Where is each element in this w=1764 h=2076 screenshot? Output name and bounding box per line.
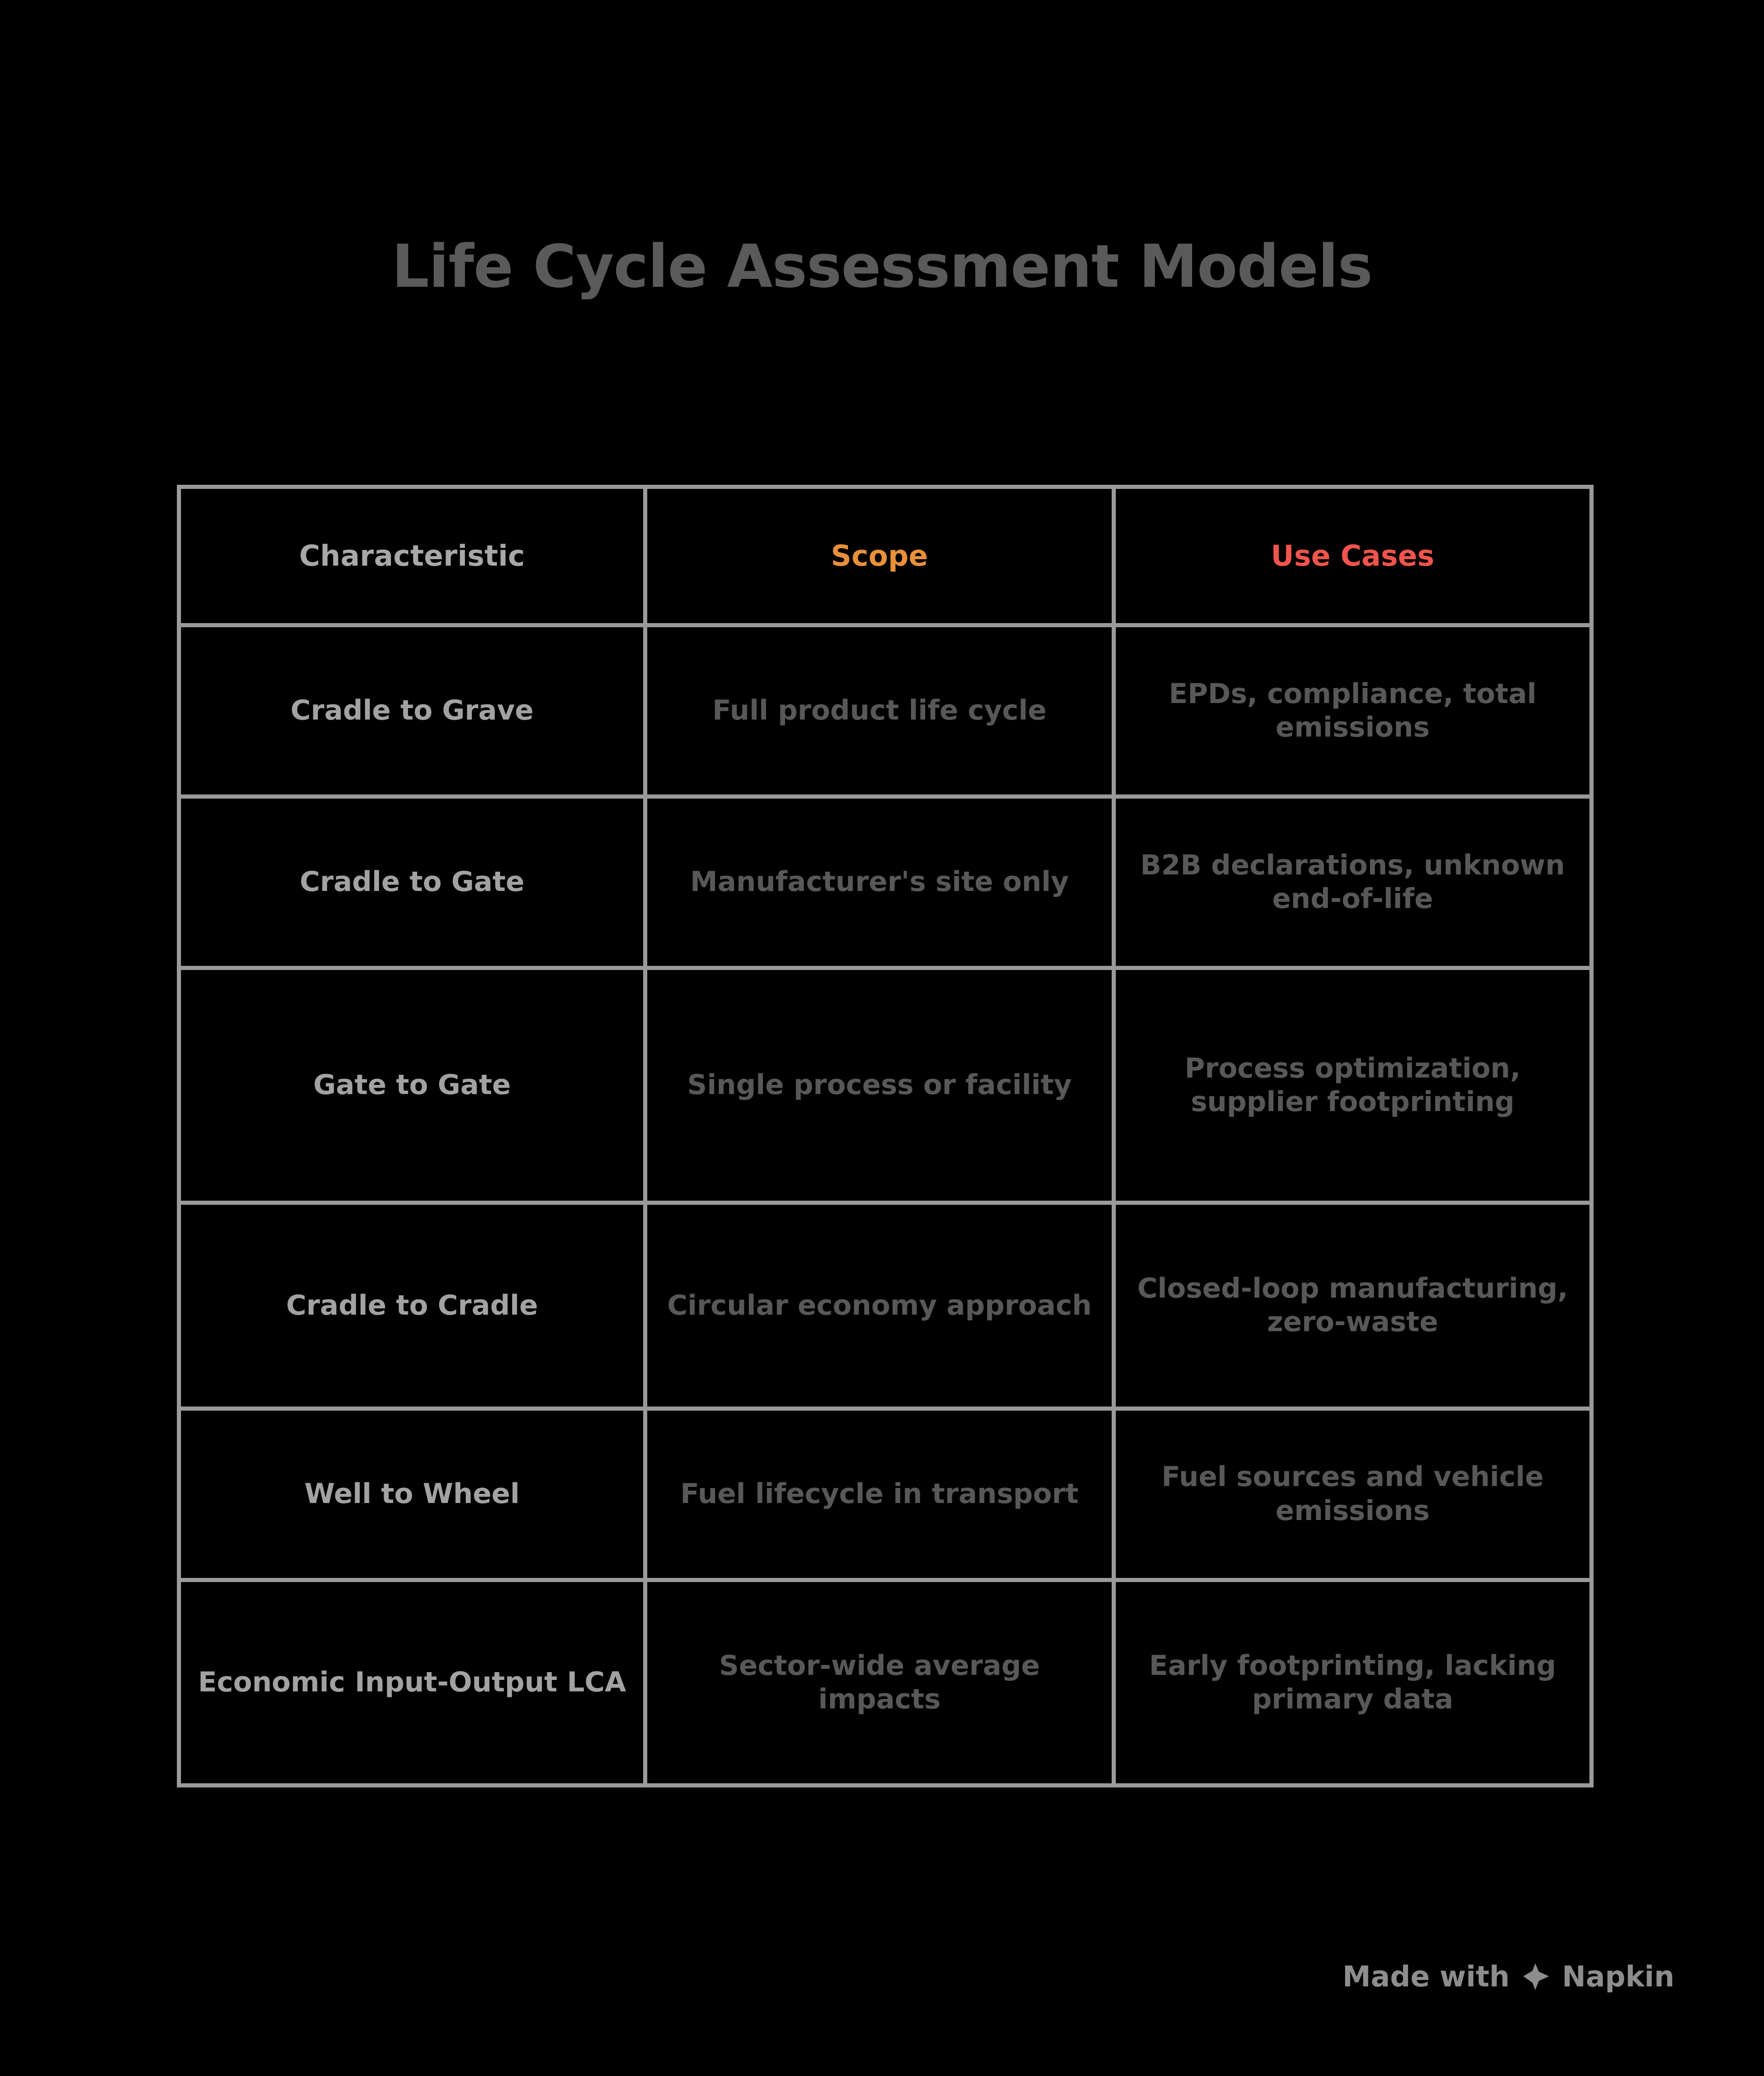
table-row: Cradle to Cradle Circular economy approa… [177, 1201, 1594, 1411]
table-row: Gate to Gate Single process or facility … [177, 965, 1594, 1205]
lca-comparison-table: Characteristic Scope Use Cases Cradle to… [177, 485, 1594, 1788]
table-row: Economic Input-Output LCA Sector-wide av… [177, 1577, 1594, 1788]
cell-scope: Manufacturer's site only [643, 794, 1116, 970]
column-header-characteristic: Characteristic [177, 485, 647, 627]
cell-use-cases: Fuel sources and vehicle emissions [1112, 1406, 1594, 1582]
table-row: Cradle to Gate Manufacturer's site only … [177, 794, 1594, 970]
column-header-use-cases: Use Cases [1112, 485, 1594, 627]
cell-scope: Sector-wide average impacts [643, 1577, 1116, 1788]
cell-characteristic: Cradle to Grave [177, 623, 647, 799]
cell-scope: Single process or facility [643, 965, 1116, 1205]
table-body: Cradle to Grave Full product life cycle … [177, 623, 1594, 1788]
cell-characteristic: Cradle to Gate [177, 794, 647, 970]
table-header: Characteristic Scope Use Cases [177, 485, 1594, 627]
cell-use-cases: Process optimization, supplier footprint… [1112, 965, 1594, 1205]
lca-table-container: Characteristic Scope Use Cases Cradle to… [177, 485, 1594, 1788]
cell-characteristic: Cradle to Cradle [177, 1201, 647, 1411]
footer-attribution: Made with Napkin [1342, 1960, 1674, 1993]
cell-characteristic: Economic Input-Output LCA [177, 1577, 647, 1788]
cell-use-cases: B2B declarations, unknown end-of-life [1112, 794, 1594, 970]
page-title: Life Cycle Assessment Models [391, 232, 1373, 301]
table-row: Cradle to Grave Full product life cycle … [177, 623, 1594, 799]
cell-use-cases: Closed-loop manufacturing, zero-waste [1112, 1201, 1594, 1411]
cell-use-cases: EPDs, compliance, total emissions [1112, 623, 1594, 799]
column-header-scope: Scope [643, 485, 1116, 627]
cell-use-cases: Early footprinting, lacking primary data [1112, 1577, 1594, 1788]
cell-scope: Circular economy approach [643, 1201, 1116, 1411]
footer-made-with-label: Made with [1342, 1960, 1510, 1993]
cell-scope: Full product life cycle [643, 623, 1116, 799]
table-header-row: Characteristic Scope Use Cases [177, 485, 1594, 627]
footer-brand-label: Napkin [1562, 1960, 1674, 1993]
cell-characteristic: Well to Wheel [177, 1406, 647, 1582]
table-row: Well to Wheel Fuel lifecycle in transpor… [177, 1406, 1594, 1582]
cell-characteristic: Gate to Gate [177, 965, 647, 1205]
cell-scope: Fuel lifecycle in transport [643, 1406, 1116, 1582]
napkin-diamond-icon [1521, 1963, 1550, 1991]
